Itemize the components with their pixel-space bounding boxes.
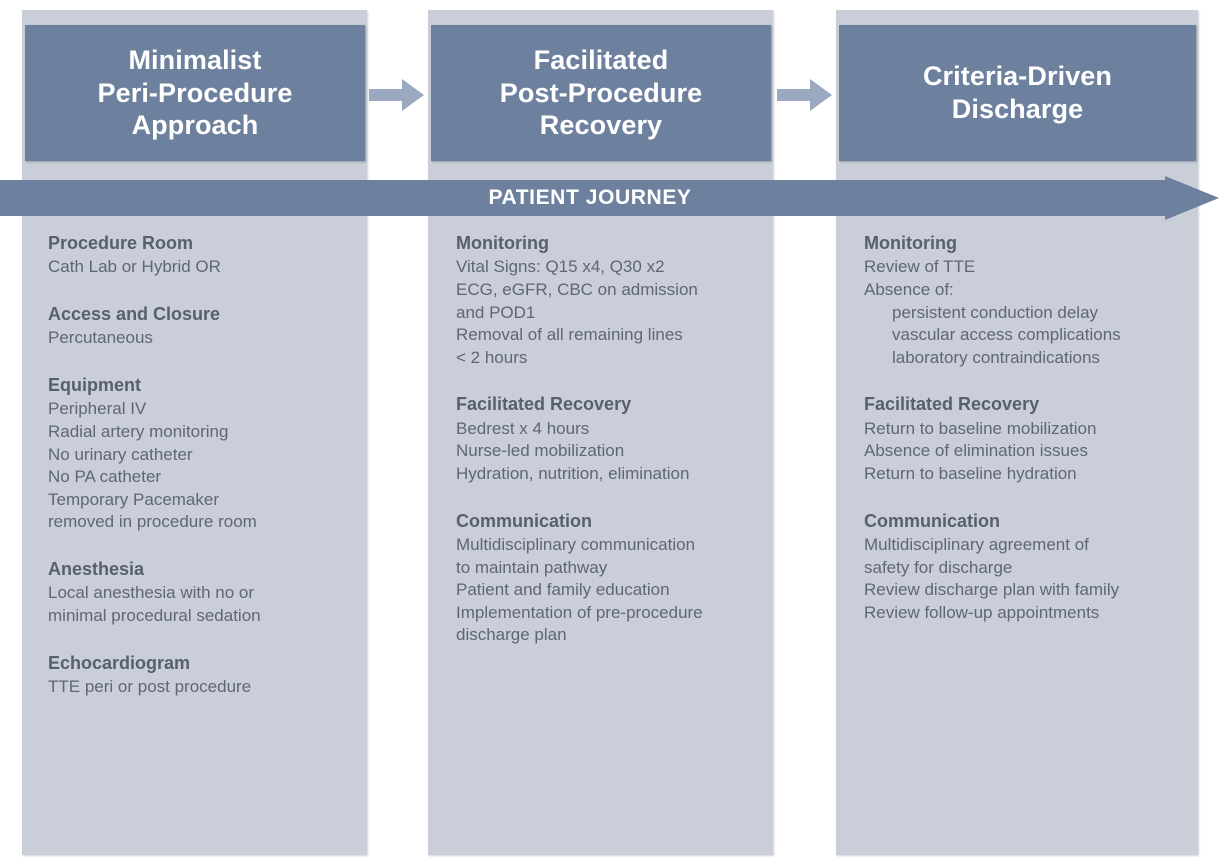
stage-header-3-label: Criteria-Driven Discharge: [922, 61, 1113, 124]
group-heading: Communication: [456, 510, 593, 531]
group-line: Local anesthesia with no or minimal proc…: [48, 583, 261, 626]
group-line: Nurse-led mobilization: [456, 441, 625, 461]
group-heading: Equipment: [48, 375, 141, 395]
stage-header-3: Criteria-Driven Discharge: [839, 25, 1196, 161]
group-line: Cath Lab or Hybrid OR: [48, 257, 221, 277]
stage-header-2: Facilitated Post-Procedure Recovery: [431, 25, 771, 161]
arrow-right-icon: [777, 79, 832, 111]
group-heading: Monitoring: [456, 233, 549, 253]
group-line: Radial artery monitoring: [48, 422, 229, 441]
stage-header-1: Minimalist Peri-Procedure Approach: [25, 25, 365, 161]
group-heading: Monitoring: [864, 233, 957, 253]
group-heading: Echocardiogram: [48, 652, 191, 673]
group-line: Review of TTE: [864, 257, 976, 277]
group-heading: Facilitated Recovery: [456, 394, 632, 415]
group-line: Bedrest x 4 hours: [456, 418, 590, 438]
group-line: Implementation of pre-procedure discharg…: [456, 602, 703, 645]
group-heading: Facilitated Recovery: [864, 394, 1040, 415]
group-line: Review follow-up appointments: [864, 602, 1100, 622]
group-heading: Anesthesia: [48, 559, 145, 580]
group-line: Return to baseline hydration: [864, 464, 1077, 484]
group-line: Patient and family education: [456, 580, 670, 600]
group-line: Multidisciplinary communication to maint…: [456, 535, 696, 577]
group-subline: laboratory contraindications: [892, 347, 1100, 367]
group-line: TTE peri or post procedure: [48, 677, 252, 697]
group-heading: Procedure Room: [48, 233, 194, 253]
arrow-right-icon: [369, 79, 424, 111]
group-subline: persistent conduction delay: [892, 302, 1099, 322]
group-line: Removal of all remaining lines < 2 hours: [456, 325, 683, 367]
stage-header-2-label: Facilitated Post-Procedure Recovery: [499, 44, 703, 141]
group-heading: Access and Closure: [48, 304, 221, 324]
group-line: Hydration, nutrition, elimination: [456, 464, 690, 484]
group-line: Multidisciplinary agreement of safety fo…: [864, 535, 1089, 577]
group-line: Absence of elimination issues: [864, 441, 1088, 461]
group-subline: vascular access complications: [892, 325, 1121, 345]
group-line: No urinary catheter: [48, 444, 193, 464]
group-line: Temporary Pacemaker removed in procedure…: [48, 489, 257, 532]
stage-header-1-label: Minimalist Peri-Procedure Approach: [97, 44, 293, 141]
group-line: Vital Signs: Q15 x4, Q30 x2: [456, 257, 665, 277]
group-line: Absence of:: [864, 280, 954, 299]
group-line: Review discharge plan with family: [864, 580, 1120, 600]
group-line: No PA catheter: [48, 467, 162, 487]
patient-journey-banner: [0, 176, 1219, 220]
group-line: Percutaneous: [48, 328, 153, 348]
group-line: Return to baseline mobilization: [864, 418, 1097, 438]
group-heading: Communication: [864, 510, 1001, 531]
group-line: ECG, eGFR, CBC on admission and POD1: [456, 280, 698, 322]
group-line: Peripheral IV: [48, 399, 147, 419]
